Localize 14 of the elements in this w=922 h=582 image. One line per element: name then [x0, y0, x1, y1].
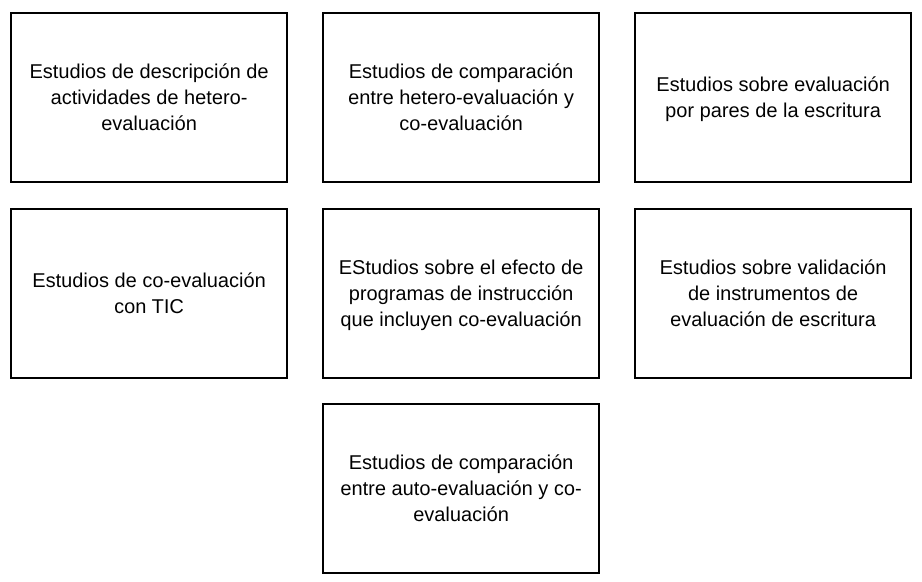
box-text: Estudios de descripción de actividades de hetero-evaluación: [28, 60, 270, 136]
text-box: [322, 403, 600, 574]
text-box: [634, 12, 912, 183]
box-text: Estudios de comparación entre hetero-evaluación y co-evaluación: [347, 60, 575, 136]
box-text: Estudios sobre evaluación por pares de la escritura: [655, 72, 891, 124]
text-box: [322, 12, 600, 183]
text-box: [10, 208, 288, 379]
box-text: Estudios de co-evaluación con TIC: [31, 268, 267, 320]
text-box: [634, 208, 912, 379]
text-box: [322, 208, 600, 379]
text-box: [10, 12, 288, 183]
box-text: Estudios de comparación entre auto-evaluación y co-evaluación: [339, 450, 583, 528]
box-text: EStudios sobre el efecto de programas de instrucción que incluyen co-evaluación: [338, 256, 584, 332]
box-text: Estudios sobre validación de instrumentos de evaluación de escritura: [658, 256, 888, 332]
